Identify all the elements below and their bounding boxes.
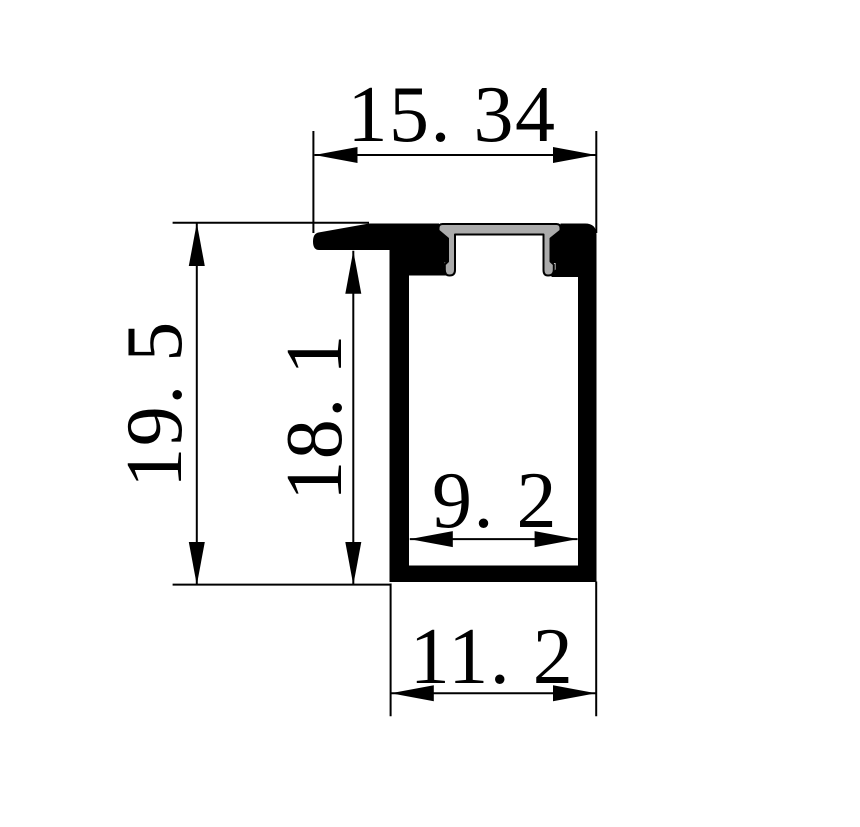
svg-text:11. 2: 11. 2 xyxy=(410,613,575,701)
svg-text:18. 1: 18. 1 xyxy=(271,333,359,501)
svg-text:15. 34: 15. 34 xyxy=(348,71,557,159)
svg-text:19. 5: 19. 5 xyxy=(111,320,199,488)
svg-text:9. 2: 9. 2 xyxy=(432,457,558,545)
